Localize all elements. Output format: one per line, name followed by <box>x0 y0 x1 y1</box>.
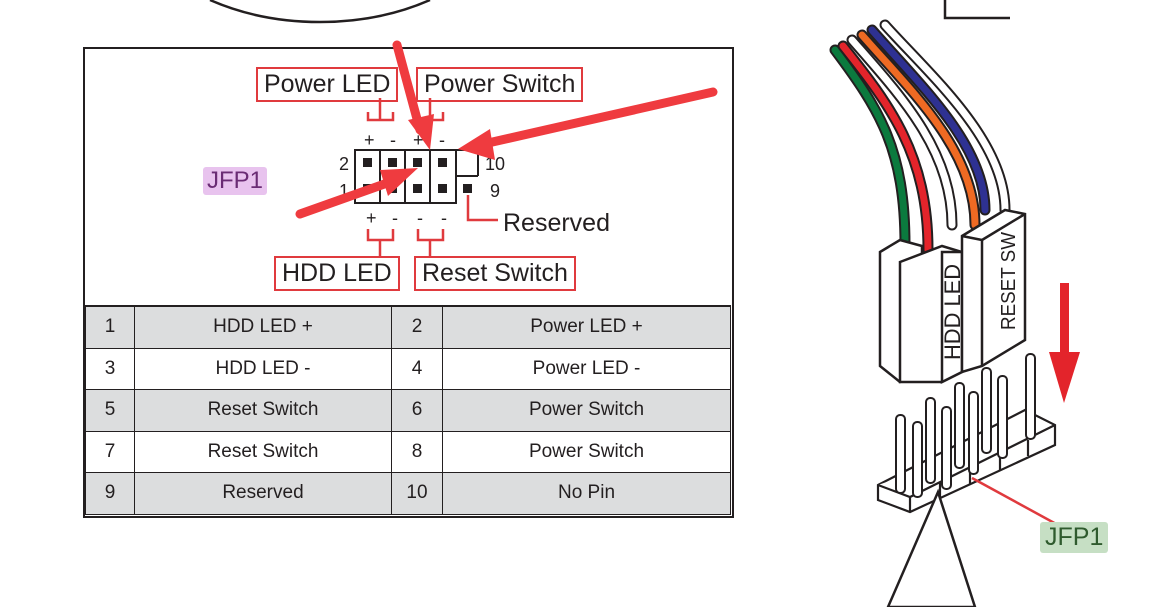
pin-cell: 2 <box>391 305 443 349</box>
wires <box>829 19 1011 256</box>
jfp1-pinout-panel: Power LED Power Switch JFP1 HDD LED Rese… <box>83 47 734 518</box>
plug-label-hdd-led: HDD LED <box>940 264 965 360</box>
pin-number-2: 2 <box>339 154 350 174</box>
pin-desc-cell: No Pin <box>442 472 731 515</box>
polarity-top-4: - <box>439 130 445 150</box>
pin-table: 1 HDD LED + 2 Power LED + 3 HDD LED - 4 … <box>85 305 731 515</box>
jfp1-label: JFP1 <box>203 167 268 195</box>
pin-cell: 10 <box>391 472 443 515</box>
polarity-top-1: + <box>364 130 375 150</box>
pin-cell: 5 <box>85 389 135 432</box>
table-row: 9 Reserved 10 No Pin <box>85 472 731 515</box>
pointer-arrows <box>295 40 718 219</box>
hdd-led-label: HDD LED <box>274 256 400 291</box>
polarity-bottom-4: - <box>441 208 447 228</box>
jfp1-callout-line <box>971 476 1059 527</box>
polarity-top-3: + <box>413 130 424 150</box>
reserved-label: Reserved <box>503 209 610 237</box>
table-row: 1 HDD LED + 2 Power LED + <box>85 305 731 349</box>
plug-label-reset-sw: RESET SW <box>998 232 1020 330</box>
top-connector-fragment <box>943 0 1010 20</box>
reset-switch-label: Reset Switch <box>414 256 576 291</box>
pin-number-1: 1 <box>339 181 350 201</box>
table-row: 3 HDD LED - 4 Power LED - <box>85 347 731 390</box>
bracket-lines <box>366 98 498 256</box>
down-arrow <box>1049 283 1080 403</box>
pin-cell: 9 <box>85 472 135 515</box>
jfp1-callout-label: JFP1 <box>1040 522 1109 553</box>
plug-housings <box>878 208 1027 385</box>
pin-desc-cell: Power LED + <box>442 305 731 349</box>
pin-desc-cell: Reserved <box>134 472 392 515</box>
pin-number-10: 10 <box>485 154 506 174</box>
pin-cell: 1 <box>85 305 135 349</box>
pin-desc-cell: Power Switch <box>442 389 731 432</box>
polarity-bottom-1: + <box>366 208 377 228</box>
polarity-bottom-2: - <box>392 208 398 228</box>
pin-cell: 3 <box>85 347 135 390</box>
pin-desc-cell: Reset Switch <box>134 389 392 432</box>
power-led-label: Power LED <box>256 67 399 102</box>
board-pointer-wedge <box>886 488 977 607</box>
pin-desc-cell: Power LED - <box>442 347 731 390</box>
power-switch-label: Power Switch <box>416 67 584 102</box>
polarity-bottom-3: - <box>417 208 423 228</box>
pin-desc-cell: HDD LED - <box>134 347 392 390</box>
pin-cell: 6 <box>391 389 443 432</box>
polarity-top-2: - <box>390 130 396 150</box>
pin-number-9: 9 <box>490 181 501 201</box>
pin-cell: 4 <box>391 347 443 390</box>
table-row: 5 Reset Switch 6 Power Switch <box>85 389 731 432</box>
header-pins <box>895 353 1036 498</box>
